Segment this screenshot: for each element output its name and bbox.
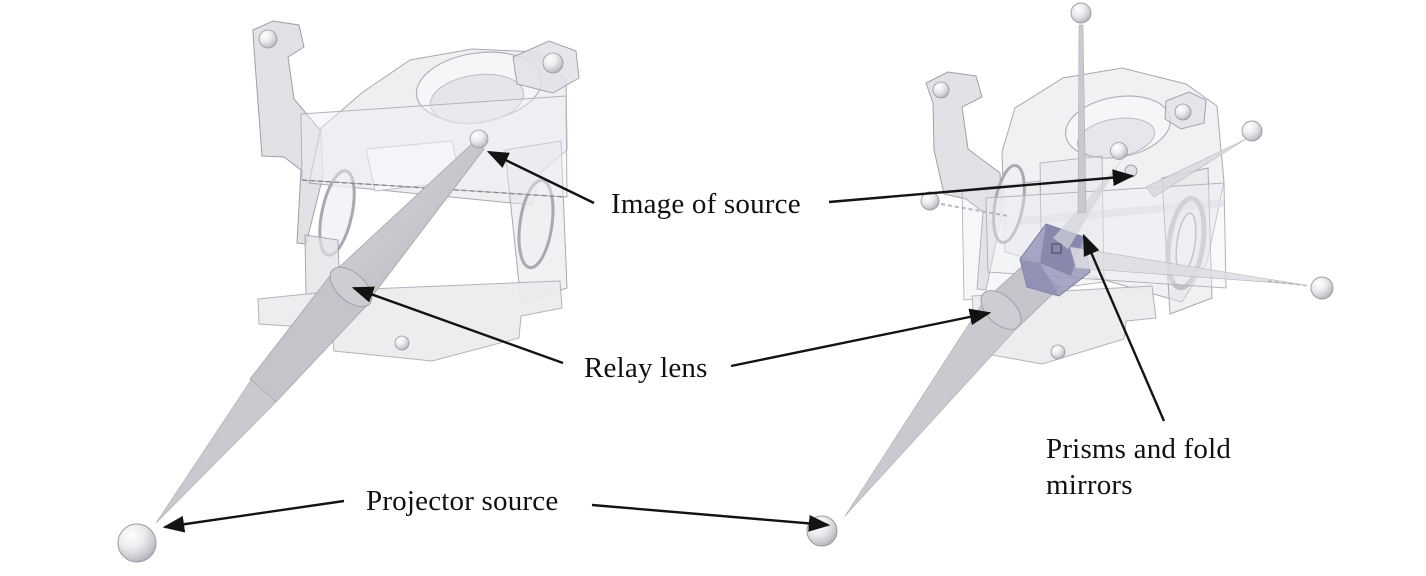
right-beam-to-image (1053, 160, 1122, 249)
left-assembly (117, 20, 580, 563)
left-base-knob (394, 335, 410, 351)
right-sphere-northeast (1241, 120, 1263, 142)
right-base-knob (1050, 344, 1066, 360)
label-prisms-and-fold-mirrors: Prisms and fold mirrors (1046, 433, 1232, 501)
left-ear-ball (542, 52, 564, 74)
right-upper-cone (1145, 138, 1247, 198)
right-ear-ball (1174, 103, 1192, 121)
right-horizontal-cone-dashes (1267, 280, 1311, 287)
right-horizontal-cone (1069, 246, 1306, 286)
right-sphere-west (920, 191, 940, 211)
right-prism-facet-2 (1020, 259, 1059, 296)
right-prism-square-mark (1051, 243, 1062, 254)
annotation-arrows (162, 150, 1166, 533)
arrow-projector-source-left (162, 499, 345, 533)
right-sphere-east (1310, 276, 1334, 300)
arrow-relay-lens-left (351, 286, 564, 365)
arrow-prisms-and-fold-mirrors (1082, 233, 1166, 422)
right-bracket-arm (925, 71, 1003, 291)
right-bracket-ball (932, 81, 950, 99)
label-image-of-source: Image of source (611, 188, 801, 220)
right-side-ring-outer (1165, 195, 1207, 291)
left-image-point-ball (469, 129, 489, 149)
right-image-point-ball (1110, 142, 1128, 160)
right-west-dashed-ray (940, 203, 1009, 217)
right-sphere-top (1070, 2, 1092, 24)
left-source-sphere (117, 523, 157, 563)
right-vertical-needle (1077, 24, 1087, 214)
left-side-ring-right (517, 178, 555, 270)
left-bracket-ball (258, 29, 278, 49)
label-projector-source: Projector source (366, 485, 559, 517)
right-source-sphere (806, 515, 838, 547)
arrow-image-of-source-left (486, 150, 595, 205)
right-assembly (806, 2, 1334, 547)
right-beam-lower-cone (844, 298, 1017, 517)
label-relay-lens: Relay lens (584, 352, 708, 384)
arrow-projector-source-right (591, 503, 831, 532)
arrow-relay-lens-right (730, 308, 992, 368)
left-beam-lower-cone (155, 379, 277, 524)
arrow-image-of-source-right (828, 169, 1135, 204)
left-front-panel (300, 95, 568, 198)
